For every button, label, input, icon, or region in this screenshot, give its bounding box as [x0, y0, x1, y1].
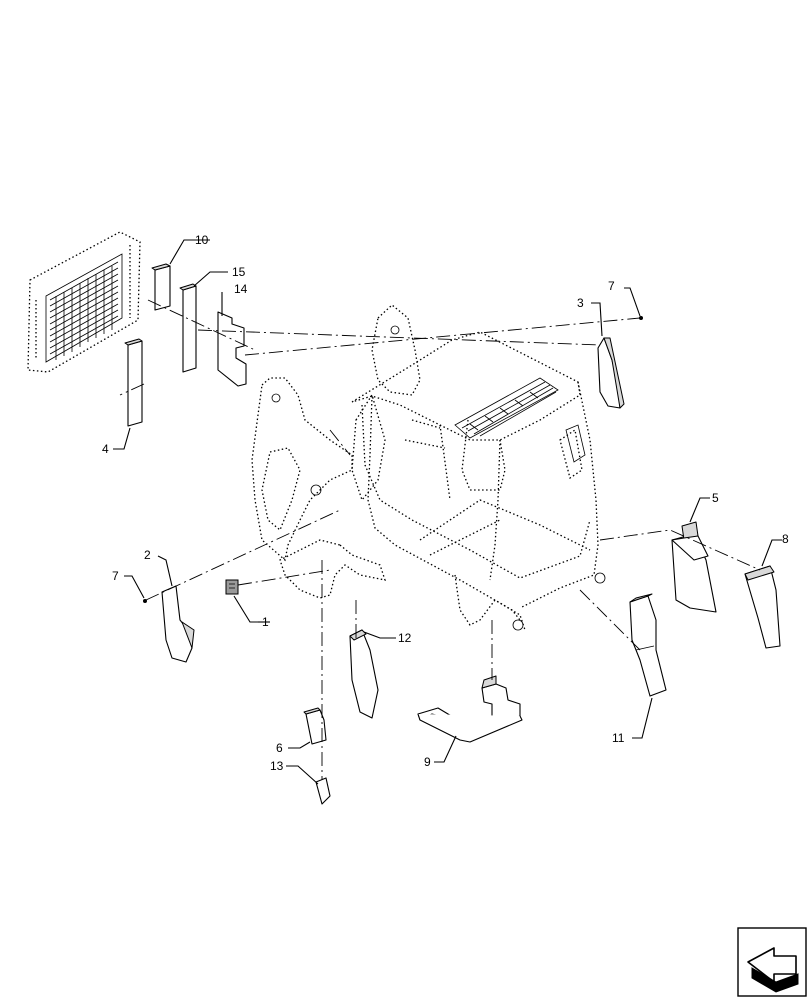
part-8 [744, 565, 781, 649]
navigation-arrow-icon[interactable] [737, 927, 807, 997]
callout-6: 6 [276, 741, 283, 755]
radiator-grille [27, 231, 141, 373]
part-15 [179, 283, 197, 373]
callout-12: 12 [398, 631, 412, 645]
part-5 [671, 521, 717, 613]
callout-7-right: 7 [608, 279, 615, 293]
callout-5: 5 [712, 491, 719, 505]
callout-9: 9 [424, 755, 431, 769]
leader-lines [119, 299, 761, 780]
callout-14: 14 [234, 282, 248, 296]
fastener-7-left [143, 599, 147, 603]
callout-4: 4 [102, 442, 109, 456]
callout-3: 3 [577, 296, 584, 310]
cab-frame [251, 304, 606, 631]
fastener-7-right [639, 316, 643, 320]
part-4 [124, 338, 143, 427]
callout-13: 13 [270, 759, 284, 773]
part-10 [151, 263, 171, 311]
part-1 [225, 579, 239, 595]
part-2 [161, 585, 195, 663]
part-13 [315, 777, 331, 805]
part-3 [597, 337, 625, 409]
part-12 [349, 629, 379, 719]
callout-2: 2 [144, 548, 151, 562]
callout-labels: 10 15 14 4 3 7 2 7 1 5 8 11 12 6 13 9 [102, 233, 789, 773]
callout-8: 8 [782, 532, 789, 546]
callout-10: 10 [195, 233, 209, 247]
callout-15: 15 [232, 265, 246, 279]
callout-1: 1 [262, 615, 269, 629]
callout-hooks [113, 239, 782, 785]
callout-11: 11 [612, 731, 625, 745]
part-6 [303, 707, 327, 745]
part-9 [417, 675, 523, 743]
roof-grille [454, 377, 559, 439]
part-14 [217, 311, 247, 387]
callout-7-left: 7 [112, 569, 119, 583]
